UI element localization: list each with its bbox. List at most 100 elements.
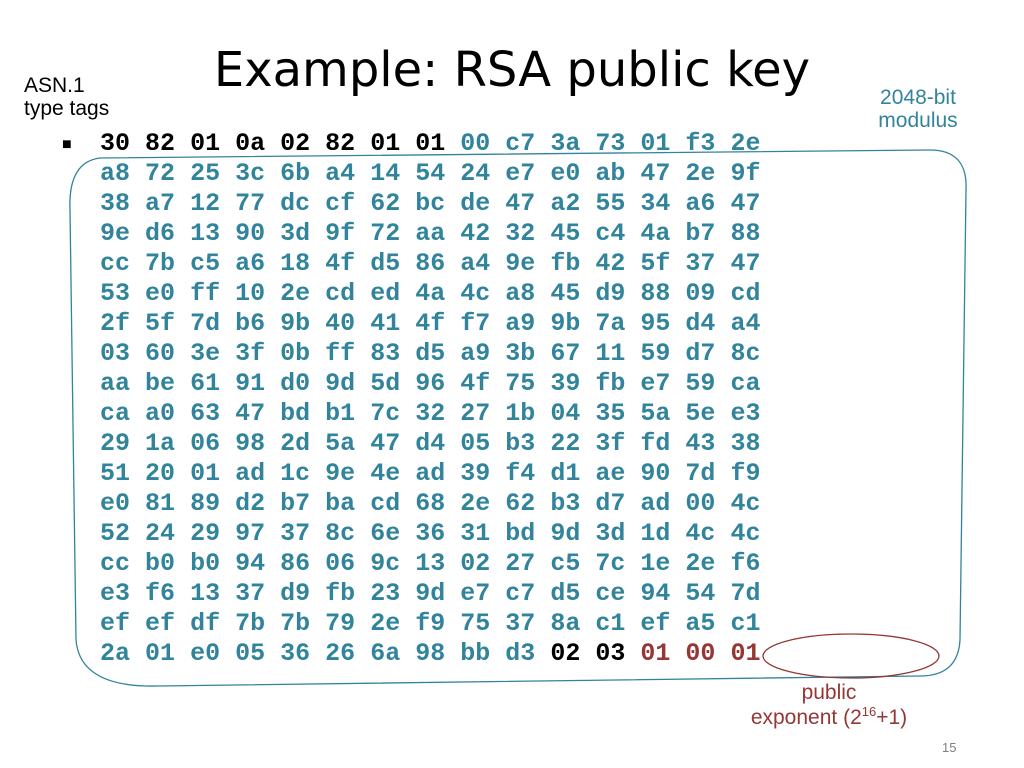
hex-byte-modulus: 5d [370, 369, 401, 398]
hex-byte-modulus: 54 [415, 159, 446, 188]
hex-byte-modulus: ff [190, 279, 221, 308]
hex-byte-modulus: 40 [325, 309, 356, 338]
hex-line: 51 20 01 ad 1c 9e 4e ad 39 f4 d1 ae 90 7… [100, 459, 760, 489]
hex-line: 53 e0 ff 10 2e cd ed 4a 4c a8 45 d9 88 0… [100, 279, 760, 309]
hex-line: ef ef df 7b 7b 79 2e f9 75 37 8a c1 ef a… [100, 609, 760, 639]
hex-byte-modulus: 8c [730, 339, 761, 368]
hex-byte-modulus: 91 [235, 369, 266, 398]
hex-byte-modulus: cd [730, 279, 761, 308]
hex-byte-modulus: 88 [730, 219, 761, 248]
hex-byte-modulus: ed [370, 279, 401, 308]
hex-byte-modulus: 37 [505, 609, 536, 638]
hex-byte-type-tag: 30 [100, 129, 131, 158]
hex-byte-modulus: 4e [370, 459, 401, 488]
hex-byte-modulus: a2 [550, 189, 581, 218]
exponent-label-line-1: public [801, 681, 857, 704]
hex-byte-modulus: 13 [190, 579, 221, 608]
hex-byte-modulus: 39 [460, 459, 491, 488]
hex-byte-modulus: ef [640, 609, 671, 638]
hex-byte-modulus: 95 [640, 309, 671, 338]
hex-byte-modulus: 7c [595, 549, 626, 578]
exponent-label-prefix: exponent (2 [750, 706, 862, 729]
hex-byte-modulus: 7a [595, 309, 626, 338]
hex-byte-modulus: 97 [235, 519, 266, 548]
hex-byte-modulus: f6 [145, 579, 176, 608]
hex-line: 2a 01 e0 05 36 26 6a 98 bb d3 02 03 01 0… [100, 639, 760, 669]
hex-byte-modulus: 2e [685, 549, 716, 578]
hex-byte-modulus: 3e [190, 339, 221, 368]
hex-byte-modulus: 31 [460, 519, 491, 548]
hex-byte-modulus: cc [100, 549, 131, 578]
hex-byte-modulus: d7 [685, 339, 716, 368]
hex-byte-modulus: 24 [145, 519, 176, 548]
hex-byte-modulus: e0 [550, 159, 581, 188]
hex-byte-modulus: 27 [460, 399, 491, 428]
hex-byte-modulus: 55 [595, 189, 626, 218]
asn1-type-tags-label: ASN.1 type tags [24, 74, 109, 120]
hex-byte-modulus: 6b [280, 159, 311, 188]
hex-byte-modulus: a4 [730, 309, 761, 338]
hex-byte-modulus: 94 [235, 549, 266, 578]
hex-byte-modulus: 27 [505, 549, 536, 578]
hex-byte-modulus: 53 [100, 279, 131, 308]
hex-byte-modulus: 0b [280, 339, 311, 368]
hex-byte-modulus: b7 [280, 489, 311, 518]
hex-byte-modulus: 52 [100, 519, 131, 548]
hex-byte-modulus: ce [595, 579, 626, 608]
exponent-label-suffix: +1) [876, 706, 908, 729]
hex-byte-modulus: 2e [370, 609, 401, 638]
hex-line: aa be 61 91 d0 9d 5d 96 4f 75 39 fb e7 5… [100, 369, 760, 399]
hex-byte-modulus: 36 [280, 639, 311, 668]
hex-byte-modulus: 42 [595, 249, 626, 278]
hex-byte-modulus: 7d [730, 579, 761, 608]
hex-byte-modulus: 8a [550, 609, 581, 638]
hex-byte-modulus: 75 [460, 609, 491, 638]
hex-byte-modulus: 42 [460, 219, 491, 248]
hex-byte-modulus: 72 [370, 219, 401, 248]
hex-byte-modulus: 79 [325, 609, 356, 638]
hex-byte-modulus: 51 [100, 459, 131, 488]
hex-byte-modulus: 47 [370, 429, 401, 458]
hex-byte-modulus: 5a [325, 429, 356, 458]
hex-byte-type-tag: 0a [235, 129, 266, 158]
hex-byte-modulus: 03 [100, 339, 131, 368]
hex-byte-modulus: cc [100, 249, 131, 278]
modulus-label-line-1: 2048-bit [880, 86, 956, 109]
hex-byte-modulus: a4 [325, 159, 356, 188]
hex-byte-modulus: 06 [190, 429, 221, 458]
hex-byte-modulus: ca [100, 399, 131, 428]
hex-line: 29 1a 06 98 2d 5a 47 d4 05 b3 22 3f fd 4… [100, 429, 760, 459]
hex-byte-modulus: 11 [595, 339, 626, 368]
hex-byte-modulus: cd [325, 279, 356, 308]
hex-byte-modulus: a6 [685, 189, 716, 218]
hex-line: e3 f6 13 37 d9 fb 23 9d e7 c7 d5 ce 94 5… [100, 579, 760, 609]
hex-byte-modulus: 01 [190, 459, 221, 488]
hex-byte-modulus: d9 [595, 279, 626, 308]
hex-byte-modulus: e7 [505, 159, 536, 188]
hex-byte-modulus: fb [595, 369, 626, 398]
hex-byte-modulus: 47 [730, 249, 761, 278]
hex-line: e0 81 89 d2 b7 ba cd 68 2e 62 b3 d7 ad 0… [100, 489, 760, 519]
hex-byte-modulus: 14 [370, 159, 401, 188]
hex-byte-modulus: 7b [280, 609, 311, 638]
hex-byte-modulus: e3 [730, 399, 761, 428]
hex-byte-modulus: 38 [730, 429, 761, 458]
hex-byte-modulus: 32 [415, 399, 446, 428]
hex-byte-modulus: ad [235, 459, 266, 488]
hex-byte-modulus: f9 [730, 459, 761, 488]
hex-byte-modulus: 7b [145, 249, 176, 278]
hex-byte-modulus: 63 [190, 399, 221, 428]
hex-byte-modulus: 9e [505, 249, 536, 278]
hex-byte-modulus: 67 [550, 339, 581, 368]
hex-byte-modulus: f7 [460, 309, 491, 338]
hex-byte-modulus: 47 [640, 159, 671, 188]
hex-byte-modulus: 00 [460, 129, 491, 158]
hex-byte-modulus: d5 [415, 339, 446, 368]
hex-byte-modulus: aa [100, 369, 131, 398]
hex-byte-modulus: 5f [640, 249, 671, 278]
hex-byte-modulus: d4 [685, 309, 716, 338]
hex-byte-modulus: c4 [595, 219, 626, 248]
hex-byte-modulus: 5e [685, 399, 716, 428]
hex-byte-modulus: 9d [325, 369, 356, 398]
hex-byte-modulus: 36 [415, 519, 446, 548]
